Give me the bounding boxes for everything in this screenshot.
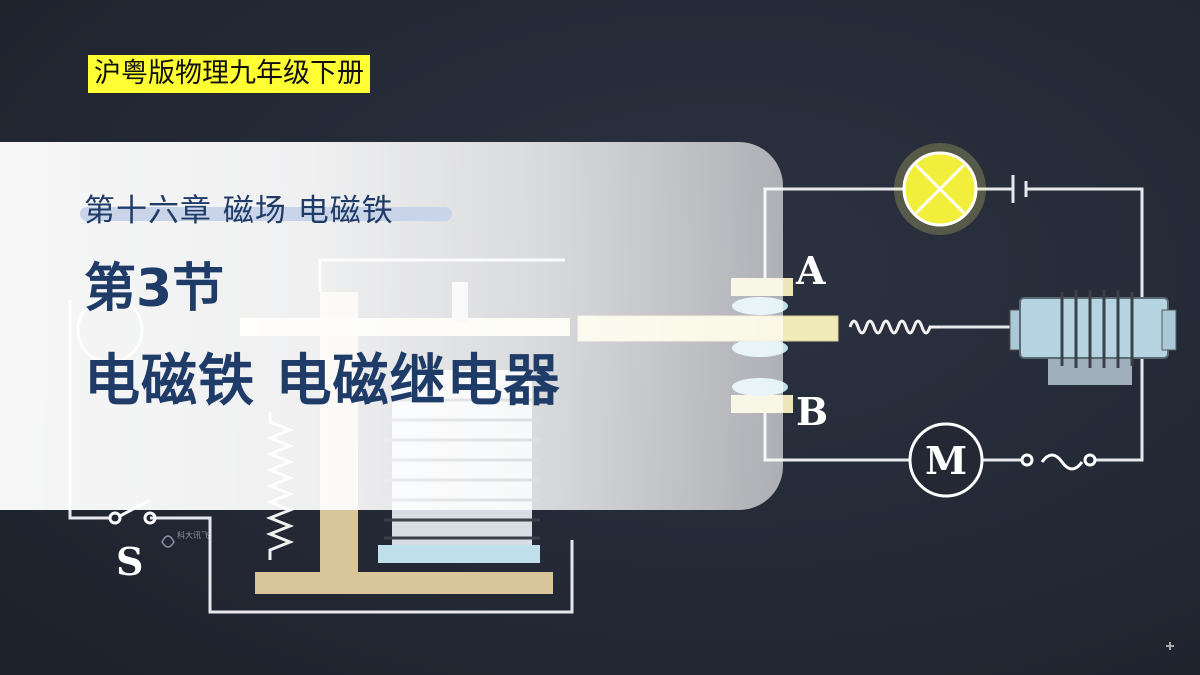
motor-label: M <box>925 438 967 483</box>
iflytek-logo: 科大讯飞 <box>161 530 209 548</box>
publisher-tag: 沪粤版物理九年级下册 <box>88 55 370 93</box>
battery-symbol <box>1011 175 1028 203</box>
logo-text: 科大讯飞 <box>177 530 209 540</box>
switch-label: S <box>116 539 143 584</box>
contact-b-label: B <box>796 389 828 434</box>
solenoid <box>1009 290 1177 385</box>
chapter-underline <box>80 207 452 221</box>
spring-symbol <box>848 319 940 335</box>
title-panel <box>0 142 783 510</box>
lamp-symbol <box>894 143 986 235</box>
contact-a-label: A <box>795 248 826 293</box>
wire-top-circuit <box>763 187 905 290</box>
relay-base <box>255 572 553 594</box>
wire-control-bottom <box>150 516 574 614</box>
chapter-heading: 第十六章 磁场 电磁铁 <box>84 193 394 229</box>
motor-symbol: M <box>908 422 984 498</box>
section-number: 第3节 <box>84 259 225 319</box>
lesson-title: 电磁铁 电磁继电器 <box>84 349 561 414</box>
ac-supply-symbol <box>1020 453 1097 471</box>
